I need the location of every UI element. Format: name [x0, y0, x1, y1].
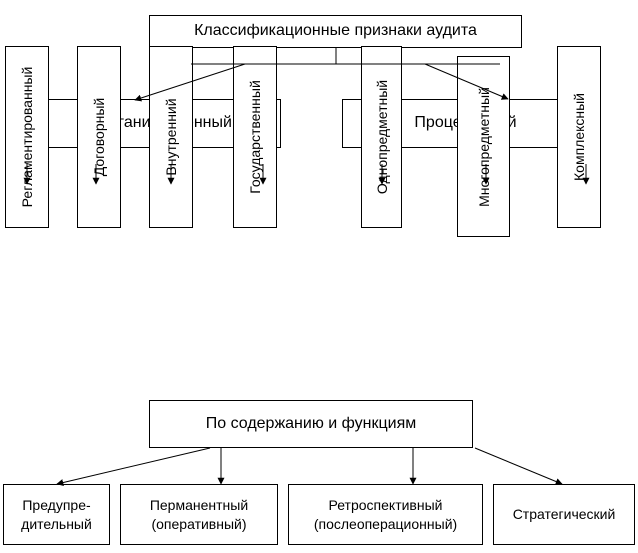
- arrow-to-preventive: [56, 447, 211, 486]
- proc-item-label: Однопредметный: [373, 79, 390, 195]
- diagram-title: Классификационные признаки аудита: [194, 22, 477, 40]
- content-item-strategic: Стратегический: [493, 484, 635, 545]
- content-item-preventive: Предупре- дительный: [3, 484, 110, 545]
- content-item-line2: (оперативный): [151, 515, 247, 532]
- org-item-label: Регламентированный: [19, 66, 35, 208]
- content-item-line2: (послеоперационный): [313, 515, 458, 532]
- content-item-line1: Ретроспективный: [328, 497, 443, 514]
- proc-item-complex: Комплексный: [557, 46, 601, 228]
- content-item-permanent: Перманентный (оперативный): [120, 484, 278, 545]
- proc-item-single-subject: Однопредметный: [361, 46, 402, 228]
- org-item-regulated: Регламентированный: [5, 46, 49, 228]
- proc-item-multi-subject: Многопредметный: [457, 56, 510, 237]
- org-item-internal: Внутренний: [149, 46, 193, 228]
- content-item-line1: Перманентный: [149, 497, 249, 514]
- org-item-state: Государственный: [233, 46, 277, 228]
- group-content-label: По содержанию и функциям: [205, 414, 417, 432]
- arrow-to-strategic: [474, 447, 563, 485]
- title-box: Классификационные признаки аудита: [149, 15, 522, 48]
- org-item-label: Государственный: [247, 80, 263, 194]
- group-content-box: По содержанию и функциям: [149, 400, 473, 448]
- content-item-retrospective: Ретроспективный (послеоперационный): [288, 484, 483, 545]
- content-item-line2: дительный: [21, 515, 92, 532]
- org-item-label: Договорный: [91, 97, 107, 177]
- proc-item-label: Комплексный: [571, 93, 587, 181]
- org-item-contract: Договорный: [77, 46, 121, 228]
- proc-item-label: Многопредметный: [475, 86, 492, 207]
- content-item-line1: Предупре-: [22, 497, 91, 514]
- content-item-line1: Стратегический: [512, 506, 616, 523]
- org-item-label: Внутренний: [163, 98, 179, 176]
